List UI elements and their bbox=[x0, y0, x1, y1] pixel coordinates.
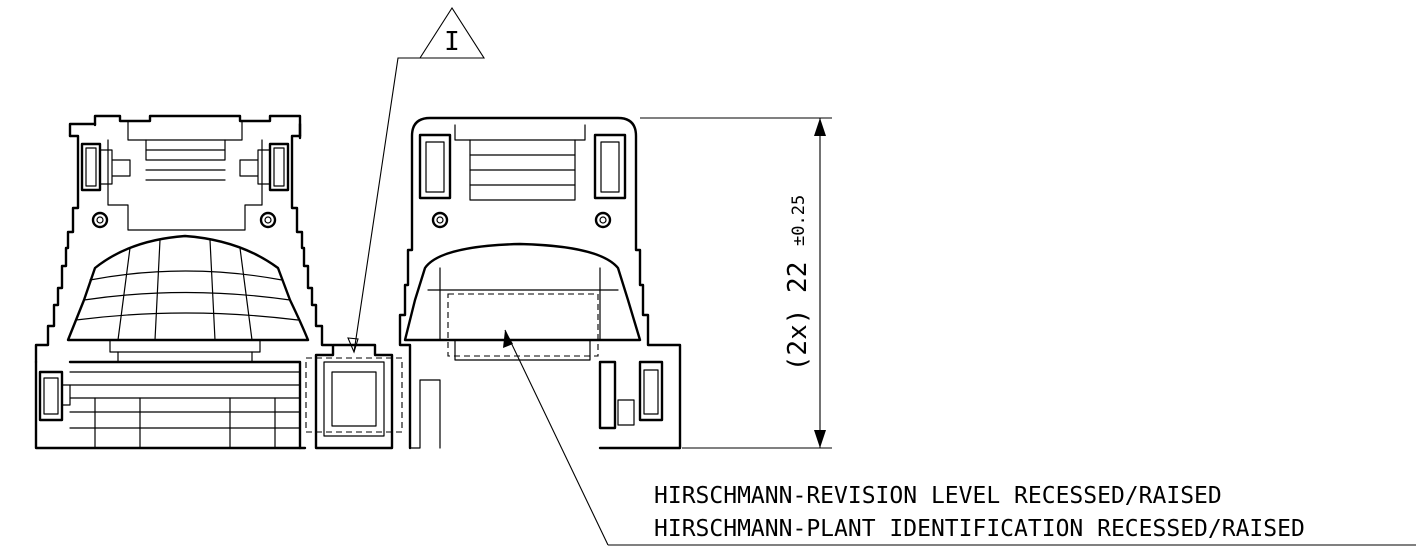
callout-triangle bbox=[418, 6, 486, 59]
middle-detail-i bbox=[305, 343, 403, 450]
dimension-prefix: (2x) bbox=[783, 309, 813, 372]
right-connector-view bbox=[398, 116, 682, 450]
note-plant-identification: HIRSCHMANN-PLANT IDENTIFICATION RECESSED… bbox=[654, 516, 1305, 542]
note-leader bbox=[503, 329, 1416, 546]
note-revision-level: HIRSCHMANN-REVISION LEVEL RECESSED/RAISE… bbox=[654, 483, 1222, 509]
dimension-value: 22 bbox=[783, 262, 813, 293]
callout-label: I bbox=[444, 27, 460, 57]
dimension-tolerance: ±0.25 bbox=[789, 195, 809, 246]
dimension-label: (2x) 22 ±0.25 bbox=[783, 195, 813, 371]
height-dimension: (2x) 22 ±0.25 bbox=[640, 117, 832, 449]
left-connector-view bbox=[34, 114, 334, 450]
callout-i: I bbox=[347, 6, 486, 354]
